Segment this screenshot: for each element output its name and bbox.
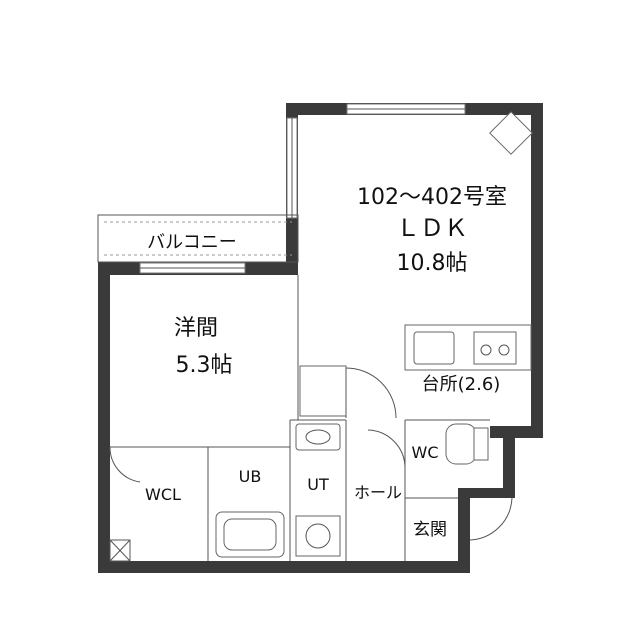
wall-bottom-step bbox=[458, 498, 470, 573]
kitchen-label: 台所(2.6) bbox=[422, 374, 501, 395]
corner-shelf-icon bbox=[489, 111, 533, 155]
ldk-unit-label: 102～402号室 bbox=[357, 185, 507, 210]
wc-label: WC bbox=[412, 443, 439, 462]
wall-left bbox=[98, 262, 110, 573]
stove-icon bbox=[473, 331, 517, 365]
ub-label: UB bbox=[239, 467, 262, 486]
toilet-icon bbox=[445, 423, 477, 465]
fixtures bbox=[109, 111, 533, 562]
balcony-area bbox=[97, 214, 299, 263]
room-labels: 102～402号室 ＬＤＫ 10.8帖 バルコニー 洋間 5.3帖 台所(2.6… bbox=[145, 185, 507, 540]
wcl-label: WCL bbox=[145, 485, 181, 504]
western-name-label: 洋間 bbox=[174, 316, 218, 341]
balcony-label: バルコニー bbox=[147, 232, 237, 253]
washbasin-icon bbox=[295, 423, 341, 451]
washer-icon bbox=[295, 515, 341, 557]
wall-bottom bbox=[98, 561, 470, 573]
hall-label: ホール bbox=[354, 483, 402, 502]
wall-wc-right bbox=[503, 430, 515, 498]
ldk-name-label: ＬＤＫ bbox=[396, 214, 468, 242]
windows bbox=[139, 103, 466, 274]
kitchen-counter bbox=[404, 324, 532, 371]
doors bbox=[109, 367, 513, 541]
ldk-size-label: 10.8帖 bbox=[397, 251, 468, 276]
sink-icon bbox=[413, 331, 455, 365]
entrance-label: 玄関 bbox=[413, 520, 447, 540]
wall-entrance-top bbox=[458, 488, 513, 498]
wall-step-right bbox=[490, 426, 543, 438]
western-size-label: 5.3帖 bbox=[176, 353, 233, 378]
wall-right bbox=[531, 103, 543, 438]
ut-label: UT bbox=[307, 475, 329, 494]
